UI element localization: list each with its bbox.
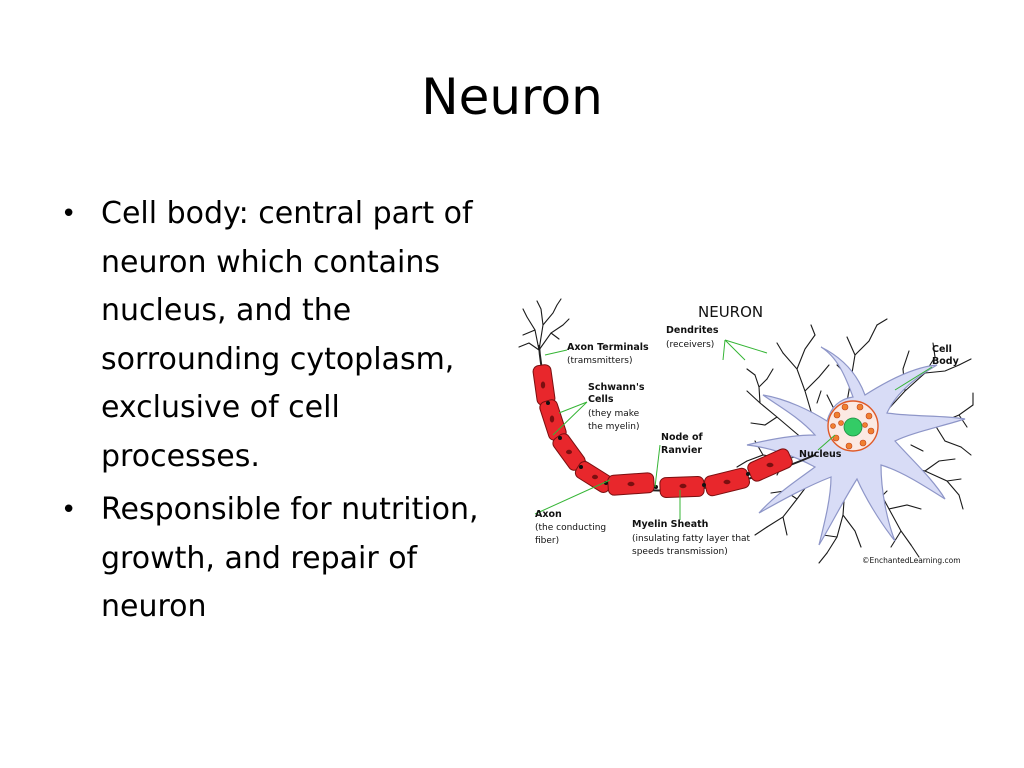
label-axon-sub-1: (the conducting	[535, 523, 606, 533]
bullet-dot-icon: •	[61, 495, 77, 525]
neuron-diagram: NEURON Dendrites (receivers) Axon Termin…	[518, 298, 974, 565]
bullet-list: • Cell body: central part of neuron whic…	[58, 190, 488, 637]
bullet-dot-icon: •	[61, 199, 77, 229]
slide-title: Neuron	[421, 68, 603, 126]
label-axon-terminals: Axon Terminals	[567, 342, 649, 353]
dendrites-illustration	[736, 318, 974, 564]
label-schwann-1: Schwann's	[588, 382, 645, 393]
nodes-of-ranvier	[546, 401, 750, 489]
nucleolus-shape	[843, 417, 863, 437]
label-schwann-2: Cells	[588, 394, 614, 405]
label-dendrites: Dendrites	[666, 325, 719, 336]
label-nucleus: Nucleus	[799, 449, 842, 460]
label-schwann-sub-1: (they make	[588, 409, 640, 419]
copyright-label: ©EnchantedLearning.com	[862, 556, 961, 565]
label-myelin-sub-1: (insulating fatty layer that	[632, 534, 751, 544]
label-myelin: Myelin Sheath	[632, 519, 709, 530]
diagram-title: NEURON	[698, 303, 763, 321]
myelin-sheath-segments	[532, 364, 793, 499]
axon-terminals-illustration	[518, 298, 570, 351]
bullet-item: • Cell body: central part of neuron whic…	[58, 190, 488, 481]
bullet-text: Cell body: central part of neuron which …	[101, 196, 473, 474]
leader-lines	[534, 339, 933, 520]
label-cell-body-1: Cell	[932, 344, 952, 355]
label-axon: Axon	[535, 509, 562, 520]
label-node-2: Ranvier	[661, 445, 702, 456]
label-axon-terminals-sub: (tramsmitters)	[567, 356, 632, 366]
bullet-text: Responsible for nutrition, growth, and r…	[101, 492, 479, 624]
label-axon-sub-2: fiber)	[535, 536, 559, 546]
bullet-item: • Responsible for nutrition, growth, and…	[58, 486, 488, 632]
label-dendrites-sub: (receivers)	[666, 340, 714, 350]
label-cell-body-2: Body	[932, 356, 960, 367]
nucleus-granules	[830, 403, 875, 450]
schwann-nuclei	[540, 381, 774, 489]
label-node-1: Node of	[661, 432, 704, 443]
label-myelin-sub-2: speeds transmission)	[632, 547, 728, 557]
label-schwann-sub-2: the myelin)	[588, 422, 639, 432]
